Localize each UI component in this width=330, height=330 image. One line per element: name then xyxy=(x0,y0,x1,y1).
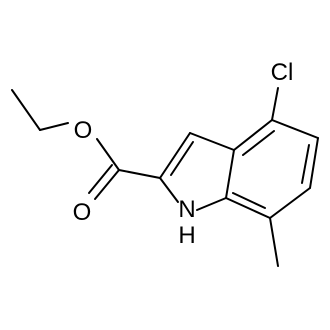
bond-carbonyl-double-b xyxy=(88,164,113,194)
nitrogen-atom-label: N xyxy=(178,196,195,223)
bond-methylene-ester-oxygen xyxy=(39,122,69,131)
bond-c3a-c4 xyxy=(233,119,273,151)
bond-c4-c5 xyxy=(271,119,319,139)
chlorine-atom-label: Cl xyxy=(271,59,294,86)
bond-nitrogen-c7a xyxy=(196,197,227,211)
bond-c6-c7 xyxy=(269,187,311,219)
bond-c2-c3-inner xyxy=(170,141,194,176)
bond-c5-c6-inner xyxy=(301,144,310,184)
bond-c7-c7a xyxy=(225,197,271,219)
bond-layer xyxy=(11,87,319,267)
bond-c3a-c7a xyxy=(225,149,235,199)
bond-carbonyl-carbon-c2 xyxy=(118,169,161,179)
bond-c3-c3a xyxy=(189,132,235,151)
bond-ester-oxygen-carbonyl-carbon xyxy=(96,138,120,171)
bond-c7-methyl xyxy=(269,217,279,267)
carbonyl-oxygen-atom-label: O xyxy=(73,199,92,226)
bond-c3a-c4-inner xyxy=(242,130,275,156)
bond-c5-c6 xyxy=(309,137,319,189)
atom-label-layer: Cl O O N H xyxy=(73,59,294,249)
ester-oxygen-atom-label: O xyxy=(74,117,93,144)
bond-c2-c3 xyxy=(159,132,191,179)
bond-c7-c7a-inner xyxy=(232,192,266,209)
bond-methyl-methylene xyxy=(11,89,41,131)
bond-c4-chlorine xyxy=(271,87,279,121)
bond-c2-nitrogen xyxy=(159,177,179,203)
bond-carbonyl-double-a xyxy=(94,169,120,200)
nitrogen-hydrogen-atom-label: H xyxy=(178,222,195,249)
